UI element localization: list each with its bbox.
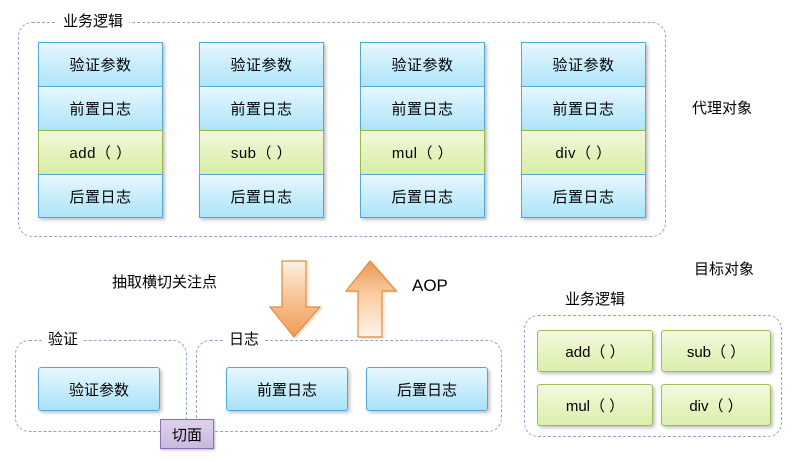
proxy-cell: 前置日志 — [199, 86, 324, 130]
proxy-cell: 后置日志 — [521, 174, 646, 218]
validate-group-label: 验证 — [42, 331, 85, 348]
before-log-box: 前置日志 — [226, 367, 348, 411]
proxy-column-mul: 验证参数 前置日志 mul（ ） 后置日志 — [360, 42, 485, 218]
proxy-cell: 验证参数 — [521, 42, 646, 86]
proxy-cell: 验证参数 — [38, 42, 163, 86]
proxy-column-div: 验证参数 前置日志 div（ ） 后置日志 — [521, 42, 646, 218]
proxy-cell: 后置日志 — [38, 174, 163, 218]
proxy-column-add: 验证参数 前置日志 add（ ） 后置日志 — [38, 42, 163, 218]
proxy-cell: 前置日志 — [521, 86, 646, 130]
proxy-cell: 验证参数 — [360, 42, 485, 86]
aspect-badge: 切面 — [160, 419, 214, 449]
extract-concerns-label: 抽取横切关注点 — [112, 274, 218, 291]
target-method-div: div（ ） — [661, 384, 771, 426]
proxy-cell-method: mul（ ） — [360, 130, 485, 174]
proxy-business-logic-group — [18, 22, 666, 237]
proxy-business-logic-group-label: 业务逻辑 — [57, 13, 130, 30]
proxy-column-sub: 验证参数 前置日志 sub（ ） 后置日志 — [199, 42, 324, 218]
proxy-cell-method: div（ ） — [521, 130, 646, 174]
log-group-label: 日志 — [223, 331, 266, 348]
target-business-logic-group-label: 业务逻辑 — [559, 291, 632, 308]
target-method-mul: mul（ ） — [537, 384, 653, 426]
proxy-cell-method: add（ ） — [38, 130, 163, 174]
log-group — [196, 340, 502, 432]
proxy-cell: 后置日志 — [199, 174, 324, 218]
target-business-logic-group — [524, 315, 782, 437]
proxy-cell: 前置日志 — [38, 86, 163, 130]
target-object-label: 目标对象 — [694, 261, 755, 278]
after-log-box: 后置日志 — [366, 367, 488, 411]
aop-label: AOP — [412, 276, 448, 295]
arrow-down-icon — [268, 260, 325, 340]
proxy-cell: 后置日志 — [360, 174, 485, 218]
target-method-sub: sub（ ） — [661, 330, 771, 372]
proxy-cell: 验证参数 — [199, 42, 324, 86]
validate-group — [15, 340, 187, 432]
arrow-up-icon — [344, 260, 401, 340]
validate-param-box: 验证参数 — [38, 367, 160, 411]
proxy-object-label: 代理对象 — [692, 100, 753, 117]
proxy-cell: 前置日志 — [360, 86, 485, 130]
proxy-cell-method: sub（ ） — [199, 130, 324, 174]
target-method-add: add（ ） — [537, 330, 653, 372]
